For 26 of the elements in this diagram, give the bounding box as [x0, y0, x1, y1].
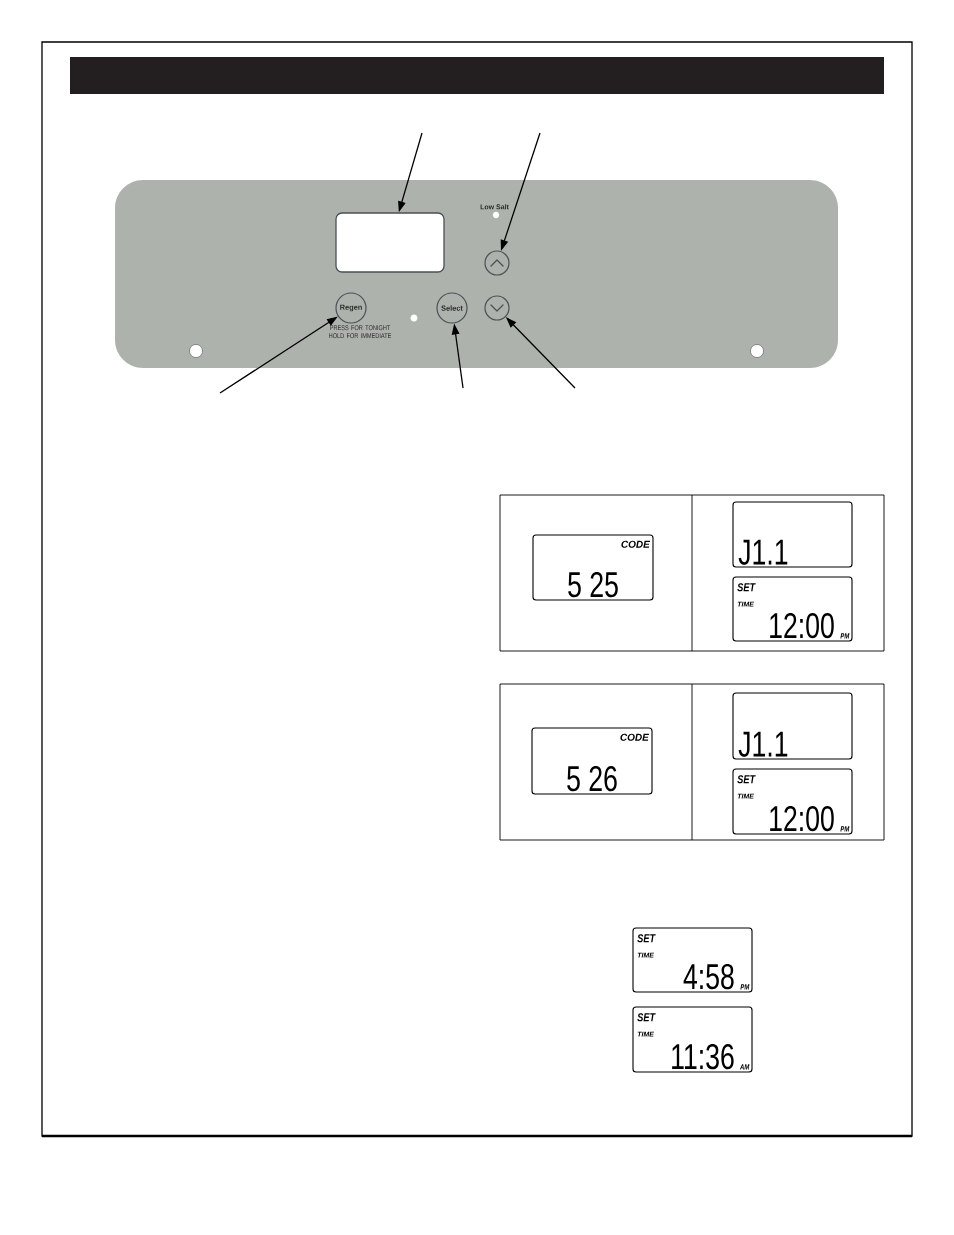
lcd-digits: 5 25 — [568, 571, 618, 598]
lcd-label: SET — [637, 1013, 656, 1022]
lcd-screen — [732, 501, 853, 568]
lcd-digits: 11:36 — [672, 1043, 734, 1070]
up-button — [484, 250, 510, 276]
down-button — [484, 295, 510, 321]
lcd-label: SET — [637, 934, 656, 943]
lcd-screen — [532, 534, 654, 601]
lcd-digits: 4:58 — [683, 963, 734, 990]
lcd-label: SET — [737, 583, 756, 592]
display-window — [335, 212, 445, 273]
lcd-digits: 5 26 — [567, 765, 617, 792]
lcd-label: SET — [737, 775, 756, 784]
lcd-digits: 12:00 — [770, 805, 834, 832]
lcd-digits: 12:00 — [770, 612, 834, 639]
lcd-screen — [732, 692, 853, 760]
lcd-screen — [732, 576, 853, 642]
lcd-screen — [531, 727, 653, 795]
lcd-screen — [632, 1006, 753, 1073]
control-panel — [115, 180, 838, 368]
lcd-label: CODE — [621, 540, 651, 548]
lcd-screen — [632, 927, 753, 993]
lcd-digits: J1.1 — [738, 539, 788, 565]
lcd-label: CODE — [620, 733, 650, 741]
lcd-digits: J1.1 — [738, 731, 788, 757]
lcd-screen — [732, 768, 853, 835]
